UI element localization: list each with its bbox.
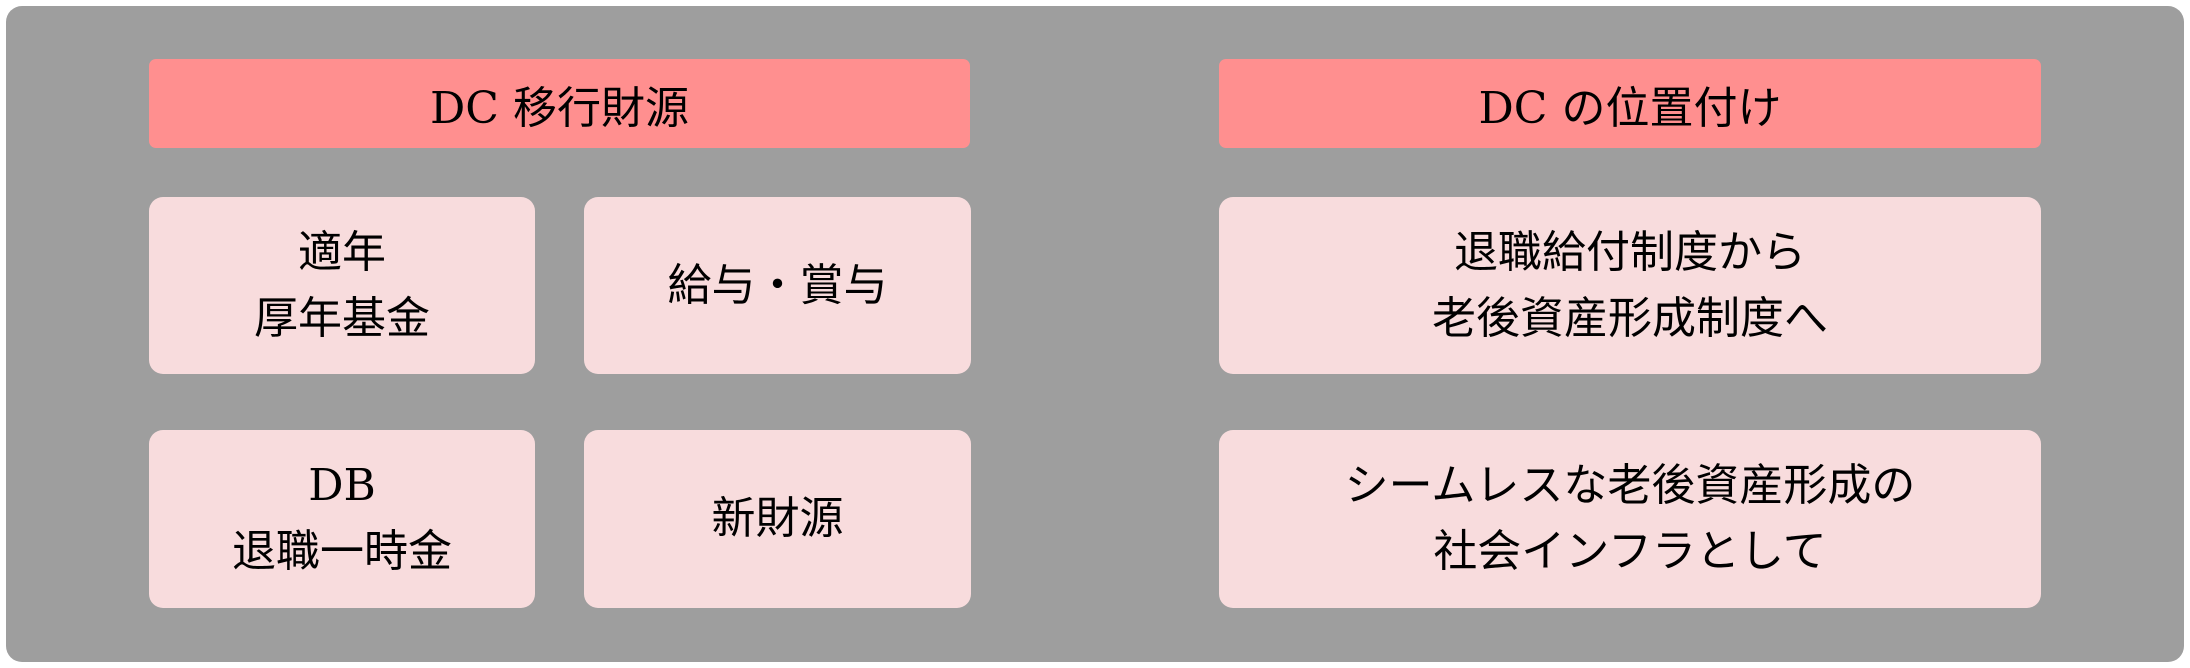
box-line: 社会インフラとして: [1433, 526, 1827, 577]
box-tekinen-kounen: 適年 厚年基金: [149, 197, 535, 374]
box-social-infrastructure: シームレスな老後資産形成の 社会インフラとして: [1219, 430, 2041, 608]
box-line: 適年: [298, 226, 386, 278]
box-line: DB: [308, 460, 376, 511]
header-dc-positioning: DC の位置付け: [1219, 59, 2041, 148]
box-line: 退職一時金: [232, 526, 452, 577]
header-label: DC 移行財源: [430, 82, 689, 134]
header-label: DC の位置付け: [1478, 82, 1782, 134]
box-line: 新財源: [711, 493, 844, 544]
box-line: 厚年基金: [254, 292, 430, 344]
box-line: 老後資産形成制度へ: [1432, 292, 1828, 344]
box-new-funding: 新財源: [584, 430, 971, 608]
box-retirement-to-asset: 退職給付制度から 老後資産形成制度へ: [1219, 197, 2041, 374]
box-db-lump-sum: DB 退職一時金: [149, 430, 535, 608]
box-line: シームレスな老後資産形成の: [1344, 460, 1916, 511]
box-salary-bonus: 給与・賞与: [584, 197, 971, 374]
box-line: 給与・賞与: [667, 259, 888, 311]
header-dc-funding-sources: DC 移行財源: [149, 59, 970, 148]
box-line: 退職給付制度から: [1454, 226, 1806, 278]
